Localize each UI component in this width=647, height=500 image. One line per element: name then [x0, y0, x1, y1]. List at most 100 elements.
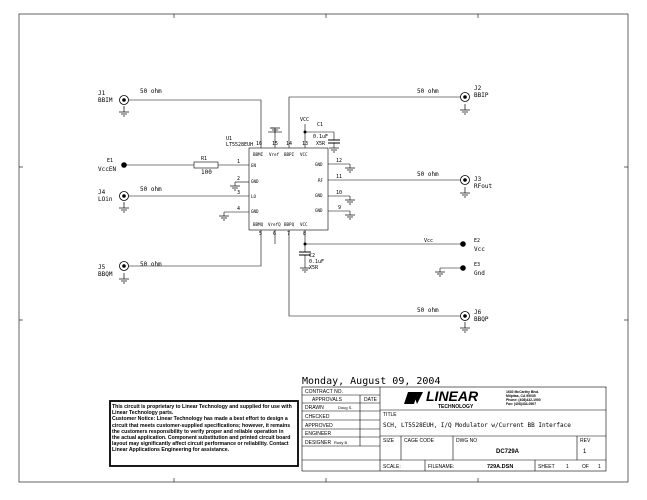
vcc-lower-net-label: Vcc [424, 238, 433, 244]
svg-text:15: 15 [272, 141, 278, 147]
designer-name: Rudy B [334, 440, 347, 445]
svg-text:GND: GND [315, 162, 323, 167]
scale-label: SCALE: [383, 464, 401, 470]
impedance-label-j2: 50 ohm [417, 88, 439, 95]
notice-box [109, 400, 299, 467]
net-bbip [288, 96, 461, 148]
net-bbqm [128, 230, 262, 267]
terminal-e1-icon [121, 162, 127, 168]
c2-ref: C2 [309, 253, 315, 259]
resistor-r1 [193, 161, 219, 169]
capacitor-c2 [299, 251, 311, 262]
svg-text:16: 16 [256, 141, 262, 147]
vcc-net-label: VCC [300, 117, 309, 123]
approved-label: APPROVED [305, 423, 333, 429]
impedance-label-j4: 50 ohm [140, 186, 162, 193]
ground-symbols [119, 104, 470, 333]
date-stamp: Monday, August 09, 2004 [302, 376, 440, 387]
svg-text:13: 13 [302, 141, 308, 147]
e1-name: VccEN [98, 166, 116, 173]
svg-text:1: 1 [237, 159, 240, 165]
svg-text:BBMI: BBMI [253, 152, 264, 157]
sheet-label: SHEET [538, 464, 555, 470]
of-label: OF [582, 464, 589, 470]
impedance-label-j3: 50 ohm [417, 171, 439, 178]
checked-label: CHECKED [305, 414, 330, 420]
date-label: DATE [364, 397, 378, 403]
svg-text:BBMQ: BBMQ [253, 222, 264, 227]
j3-name: RFout [474, 183, 492, 190]
svg-text:6: 6 [273, 231, 276, 237]
svg-text:8: 8 [303, 231, 306, 237]
e3-name: Gnd [474, 270, 485, 277]
title-block [301, 386, 607, 472]
size-label: SIZE [383, 438, 395, 444]
net-bbim [128, 99, 262, 148]
impedance-label-j5: 50 ohm [140, 261, 162, 268]
svg-text:LO: LO [251, 194, 257, 199]
svg-text:14: 14 [286, 141, 292, 147]
c1-dielectric: X5R [316, 141, 326, 147]
rev-label: REV [580, 438, 591, 444]
title-label: TITLE [383, 412, 397, 418]
ic-ref: U1 [226, 136, 232, 142]
j2-ref: J2 [474, 85, 482, 92]
e3-ref: E3 [474, 262, 480, 268]
svg-text:12: 12 [336, 158, 342, 164]
e1-ref: E1 [107, 158, 113, 164]
company-address: 1630 McCarthy Blvd. Milpitas, CA 95035 P… [506, 390, 541, 406]
terminal-e3-icon [460, 265, 466, 271]
svg-text:1630 McCarthy Blvd.: 1630 McCarthy Blvd. [506, 390, 539, 394]
contract-no-label: CONTRACT NO. [305, 389, 343, 395]
svg-text:9: 9 [338, 205, 341, 211]
j5-name: BBQM [98, 271, 113, 278]
rev-value: 1 [583, 449, 587, 455]
j4-ref: J4 [98, 189, 106, 196]
c1-ref: C1 [317, 122, 323, 128]
svg-text:VrefQ: VrefQ [268, 222, 281, 227]
svg-text:11: 11 [336, 174, 342, 180]
connector-j5-icon [119, 261, 129, 271]
svg-text:Vref: Vref [269, 152, 280, 157]
svg-text:GND: GND [315, 193, 323, 198]
engineer-label: ENGINEER [305, 431, 332, 437]
net-bbqp [288, 230, 461, 317]
j5-ref: J5 [98, 264, 106, 271]
j6-name: BBQP [474, 316, 489, 323]
sheet-border [18, 13, 629, 483]
logo-subtext: TECHNOLOGY [438, 404, 474, 410]
coax-connectors [119, 92, 470, 321]
svg-text:Phone: (408)432-1900: Phone: (408)432-1900 [506, 398, 541, 402]
linear-logo: LINEAR TECHNOLOGY [404, 388, 479, 410]
svg-text:3: 3 [237, 190, 240, 196]
svg-text:4: 4 [237, 206, 240, 212]
impedance-label-j6: 50 ohm [417, 307, 439, 314]
svg-text:Fax: (408)434-0507: Fax: (408)434-0507 [506, 402, 536, 406]
drawn-label: DRAWN [305, 405, 324, 411]
svg-text:2: 2 [237, 176, 240, 182]
connector-j3-icon [460, 175, 470, 185]
j1-name: BBIM [98, 97, 113, 104]
svg-text:10: 10 [336, 190, 342, 196]
svg-text:GND: GND [315, 208, 323, 213]
dwg-no-value: DC729A [496, 449, 520, 455]
j3-ref: J3 [474, 176, 482, 183]
svg-text:Milpitas, CA 95035: Milpitas, CA 95035 [506, 394, 536, 398]
r1-value: 100 [201, 169, 212, 176]
ic-pin-numbers: 1 2 3 4 5 6 7 8 9 10 11 12 13 14 15 16 [237, 141, 342, 237]
capacitor-c1 [328, 139, 340, 148]
ic-u1-body [248, 147, 329, 231]
connector-j4-icon [119, 191, 129, 201]
svg-text:GND: GND [251, 179, 259, 184]
svg-text:5: 5 [259, 231, 262, 237]
svg-text:VCC: VCC [300, 222, 308, 227]
svg-text:7: 7 [287, 231, 290, 237]
e2-ref: E2 [474, 238, 480, 244]
terminal-e2-icon [460, 241, 466, 247]
drawn-by: Doug S. [338, 405, 352, 410]
svg-text:RF: RF [318, 178, 324, 183]
notice-line-1: This circuit is proprietary to Linear Te… [112, 404, 292, 417]
designer-label: DESIGNER [305, 440, 332, 446]
